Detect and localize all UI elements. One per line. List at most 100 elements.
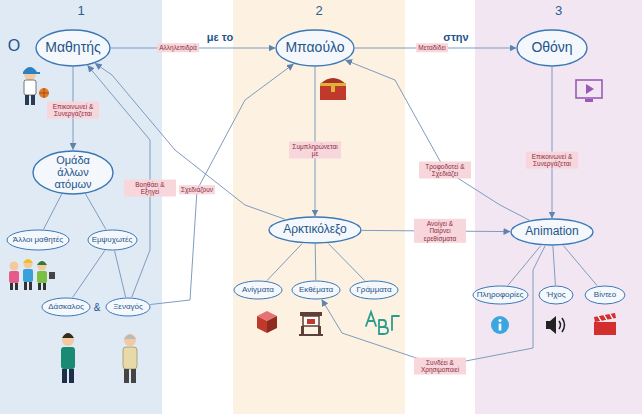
band: 1ΜαθητήςΟμάδα άλλων ατόμωνΆλλοι μαθητές Ε… xyxy=(0,0,162,414)
oval-shape xyxy=(234,281,282,299)
edge-label: Αλληλεπιδρά xyxy=(157,43,199,52)
free-label: με το xyxy=(207,31,233,43)
edge-label: Επικοινωνεί & Συνεργάζεται xyxy=(47,102,99,119)
oval-label: Ομάδα άλλων ατόμων xyxy=(40,154,106,190)
chest-icon xyxy=(320,78,346,100)
oval-label: Αρκτικόλεξο xyxy=(283,223,347,236)
connector xyxy=(315,67,316,216)
edge-label: Βοηθάει & Εξηγεί xyxy=(124,180,176,197)
concept-oval: Αρκτικόλεξο xyxy=(268,216,362,244)
guide-figure xyxy=(123,334,137,383)
exhibit-icon xyxy=(299,312,323,336)
sub-oval: Πληροφορίες xyxy=(472,285,529,305)
connector xyxy=(315,244,317,280)
oval-shape xyxy=(33,151,113,194)
connector xyxy=(73,67,74,150)
connector xyxy=(563,246,597,286)
oval-shape xyxy=(585,286,625,304)
letters-icon xyxy=(366,312,399,334)
connector xyxy=(552,67,553,218)
edge-label: Συμπληρώνεται με xyxy=(289,142,341,159)
connector xyxy=(508,246,541,286)
sub-oval: Ανίγματα xyxy=(233,280,283,300)
free-label: Ο xyxy=(8,37,20,55)
connector xyxy=(111,48,275,49)
sub-oval: Άλλοι μαθητές xyxy=(6,229,70,251)
connector xyxy=(85,194,106,230)
sub-oval: Εμψυχωτές xyxy=(87,229,138,251)
concept-oval: Οθόνη xyxy=(516,29,588,67)
band-number: 1 xyxy=(0,0,162,18)
oval-label: Ξεναγός xyxy=(113,303,143,312)
oval-label: Πληροφορίες xyxy=(477,291,524,300)
teacher-figure xyxy=(61,333,75,383)
oval-shape xyxy=(269,217,361,243)
student-figure xyxy=(23,67,49,105)
sub-oval: Βίντεο xyxy=(584,285,626,305)
oval-label: Άλλοι μαθητές xyxy=(13,236,63,245)
edge-label: Σχεδιάζουν xyxy=(179,185,215,194)
free-label: στην xyxy=(443,31,468,43)
connector xyxy=(44,194,62,230)
oval-label: Γράμματα xyxy=(356,286,391,295)
connector xyxy=(95,63,285,219)
oval-shape xyxy=(36,30,110,66)
oval-shape xyxy=(539,286,573,304)
group-oval: Ομάδα άλλων ατόμων xyxy=(32,150,114,195)
connector xyxy=(355,48,516,49)
oval-shape xyxy=(42,298,90,316)
oval-label: Ήχος xyxy=(547,291,566,300)
edge-label: Συνδέει & Χρησιμοποιεί xyxy=(414,358,466,375)
band-number: 3 xyxy=(475,0,642,18)
oval-label: Εμψυχωτές xyxy=(92,236,133,245)
concept-oval: Animation xyxy=(510,218,594,246)
band: 2ΜπαούλοΑρκτικόλεξοΑνίγματα Εκθέματα Γράμμ… xyxy=(233,0,405,414)
oval-shape xyxy=(473,286,528,304)
oval-label: Εκθέματα xyxy=(299,286,333,295)
concept-oval: Μπαούλο xyxy=(275,29,355,67)
oval-label: Δάσκαλος xyxy=(48,303,84,312)
oval-shape xyxy=(88,230,137,250)
connector xyxy=(328,243,365,280)
edge-label: Τροφοδοτεί & Σχεδιάζει xyxy=(419,162,471,179)
sound-icon xyxy=(546,316,565,334)
edge-label: Ανοίγει & Παίρνει ερεθίσματα xyxy=(414,219,466,243)
connector xyxy=(346,60,530,220)
oval-label: Animation xyxy=(525,225,578,238)
band: 3ΟθόνηAnimationΠληροφορίες Ήχος Βίντεο xyxy=(475,0,642,414)
connector xyxy=(88,66,150,298)
oval-shape xyxy=(7,230,69,250)
sub-oval: Ξεναγός xyxy=(105,297,151,317)
connector xyxy=(322,246,545,366)
oval-label: Μαθητής xyxy=(45,40,100,55)
oval-shape xyxy=(106,298,150,316)
connector xyxy=(553,246,556,285)
oval-shape xyxy=(517,30,587,66)
connector xyxy=(362,230,510,231)
oval-shape xyxy=(276,30,354,66)
oval-shape xyxy=(350,281,398,299)
oval-shape xyxy=(511,219,593,245)
oval-label: Βίντεο xyxy=(594,291,616,300)
connector xyxy=(150,64,293,305)
connector xyxy=(73,251,105,298)
connector xyxy=(267,244,302,281)
band-number: 2 xyxy=(233,0,405,18)
oval-label: Οθόνη xyxy=(531,40,572,55)
oval-shape xyxy=(292,281,340,299)
screen-icon xyxy=(576,80,602,102)
sub-oval: Ήχος xyxy=(538,285,574,305)
oval-label: Μπαούλο xyxy=(285,40,344,55)
oval-label: Ανίγματα xyxy=(242,286,274,295)
sub-oval: Εκθέματα xyxy=(291,280,341,300)
sub-oval: Δάσκαλος xyxy=(41,297,91,317)
info-icon xyxy=(491,316,509,334)
concept-oval: Μαθητής xyxy=(35,29,111,67)
sub-oval: Γράμματα xyxy=(349,280,399,300)
free-label: & xyxy=(94,302,101,313)
edge-label: Επικοινωνεί & Συνεργάζεται xyxy=(526,152,578,169)
students-group xyxy=(9,259,55,290)
connector xyxy=(115,251,126,297)
puzzle-cube-icon xyxy=(257,311,277,333)
